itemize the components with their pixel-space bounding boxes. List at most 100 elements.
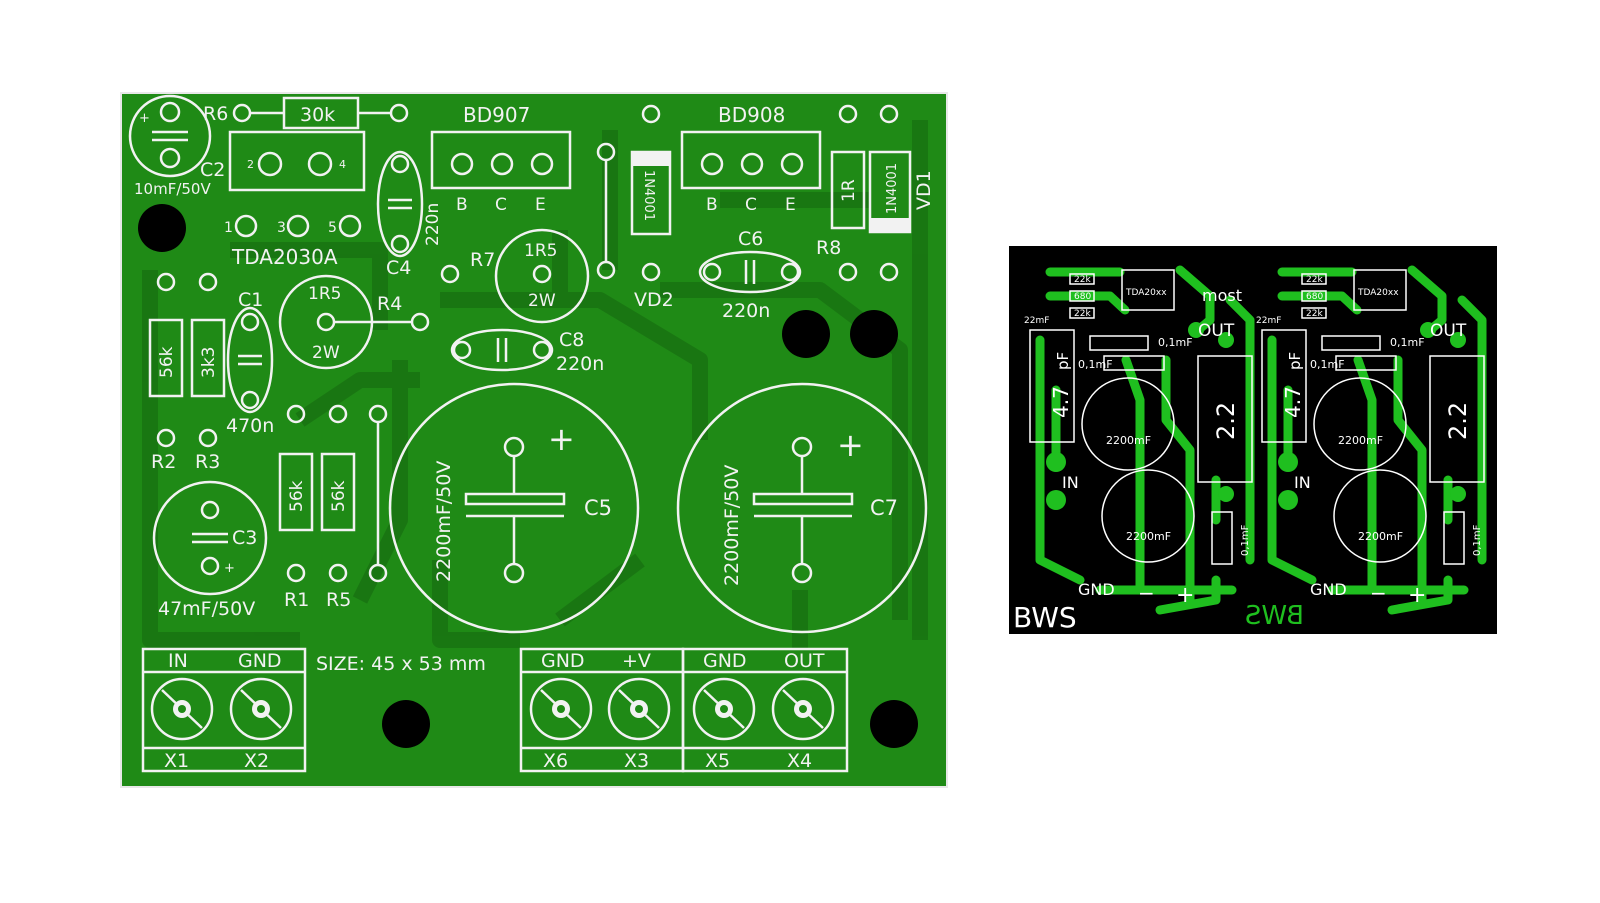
most-label: most [1202,286,1242,305]
plus-label: + [1176,583,1194,608]
c8-label: C8 [559,329,584,351]
pad [156,428,176,448]
pad [641,104,661,124]
screw-terminal [229,677,293,741]
terminal-label: GND [541,650,585,672]
r6-value: 30k [300,104,335,126]
cap-label: 2200mF [1358,530,1403,543]
cap-label: 2200mF [1338,434,1383,447]
c4-value: 220n [423,203,443,246]
resistor-label: 680 [1306,292,1323,302]
r1-value: 56k [287,480,307,512]
terminal-label: GND [703,650,747,672]
gnd-label: GND [1310,580,1347,599]
pad [532,340,552,360]
channel-left: TDA20xx 22k 680 22k 22mF 4.7 pF 0,1mF 0,… [1024,265,1255,615]
resistor-label: 22k [1306,309,1323,319]
r7-value: 1R5 [524,241,557,261]
pin-e: E [785,195,796,215]
gnd-label: GND [1078,580,1115,599]
pad [286,214,310,238]
vd1-label: VD1 [913,170,935,210]
pin-b: B [456,195,468,215]
pad [879,262,899,282]
ic-label: TDA20xx [1125,288,1167,298]
pad [838,104,858,124]
pad [198,428,218,448]
r5-label: R5 [326,589,351,611]
pad [200,556,220,576]
cap-label: 0,1mF [1472,524,1483,556]
c6-label: C6 [738,228,763,250]
bd907-label: BD907 [463,103,530,127]
pad [240,312,260,332]
r5-value: 56k [329,480,349,512]
cap-label: 0,1mF [1078,358,1113,371]
r2-value: 56k [157,346,177,378]
pad [240,390,260,410]
vd2-part: 1N4001 [641,170,656,221]
out-label: OUT [1430,321,1467,341]
pad [440,264,460,284]
r6-label: R6 [203,103,228,125]
pad [596,260,616,280]
in-label: IN [1062,473,1079,492]
cap-label: 0,1mF [1158,336,1193,349]
board-size-label: SIZE: 45 x 53 mm [316,653,486,675]
r1-body [278,452,314,532]
out-label: OUT [1198,321,1235,341]
bd907-body [430,130,572,190]
cap-label: 0,1mF [1310,358,1345,371]
cap-label: 2200mF [1126,530,1171,543]
r3-label: R3 [195,451,220,473]
terminal-label: X2 [244,750,269,772]
r2-label: R2 [151,451,176,473]
r1-label: R1 [284,589,309,611]
pad [307,151,333,177]
resistor-label: 22k [1306,275,1323,285]
pad [200,500,220,520]
pad [257,151,283,177]
pad [780,262,800,282]
pad [702,262,722,282]
c2-value: 10mF/50V [134,180,211,198]
pad [389,103,409,123]
pad [700,152,724,176]
resistor-label: 22k [1074,275,1091,285]
pad [390,154,410,174]
pad [368,563,388,583]
r4-value: 1R5 [308,284,341,304]
screw-terminal [607,677,671,741]
ic-pin-label: 5 [328,220,337,236]
cap-label: 22mF [1256,316,1281,326]
terminal-label: X5 [705,750,730,772]
pad [838,262,858,282]
c3-value: 47mF/50V [158,598,255,620]
minus-label: − [1370,581,1387,605]
c5-plus: + [548,420,575,458]
c3-outline [152,480,268,596]
r3-value: 3k3 [199,347,219,378]
r8-label: R8 [816,237,841,259]
ic-pin-label: 2 [247,158,254,171]
resistor-label: 2.2 [1444,402,1472,440]
pad [328,404,348,424]
c8-value: 220n [556,353,604,375]
pad [641,262,661,282]
c1-value: 470n [226,415,274,437]
pin-c: C [495,195,507,215]
in-label: IN [1294,473,1311,492]
pad [879,104,899,124]
resistor-label: 2.2 [1212,402,1240,440]
bd908-body [680,130,822,190]
r8-value: 1R [839,179,859,202]
pad [338,214,362,238]
terminal-label: GND [238,650,282,672]
c1-label: C1 [238,289,263,311]
c3-label: C3 [232,527,257,549]
tda2030a-body [228,130,366,192]
c4-label: C4 [386,257,411,279]
pad [530,152,554,176]
r3-body [190,318,226,398]
